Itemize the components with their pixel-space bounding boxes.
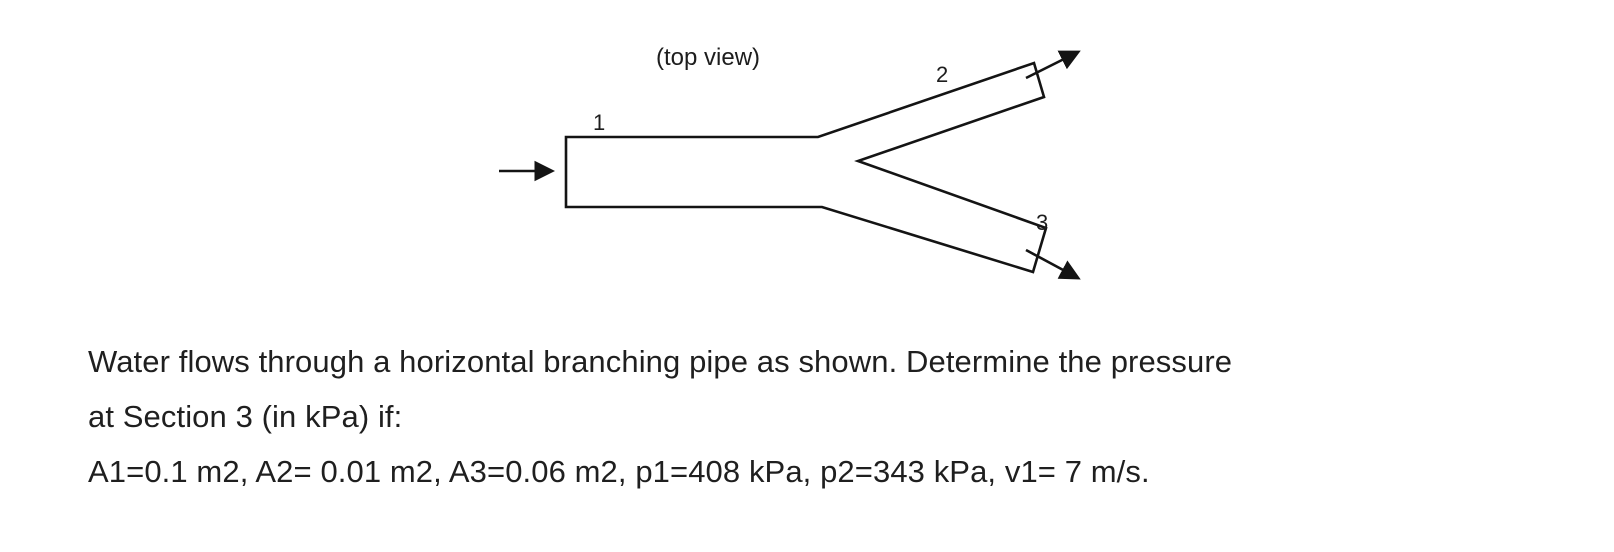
diagram-caption: (top view) [656, 44, 760, 71]
pipe-body-outline [564, 61, 1048, 274]
problem-line-1: Water flows through a horizontal branchi… [88, 344, 1233, 379]
outlet-3-flow-arrow [1025, 248, 1081, 280]
section-2-label: 2 [936, 62, 948, 87]
problem-statement: Water flows through a horizontal branchi… [88, 334, 1548, 499]
problem-line-2: at Section 3 (in kPa) if: [88, 399, 403, 434]
pipe-diagram-svg: (top view) 1 2 3 [499, 44, 1081, 280]
section-1-label: 1 [593, 110, 605, 135]
problem-line-3: A1=0.1 m2, A2= 0.01 m2, A3=0.06 m2, p1=4… [88, 454, 1150, 489]
outlet-2-flow-arrow [1025, 50, 1081, 80]
pipe-diagram: (top view) 1 2 3 [499, 44, 1081, 280]
section-3-label: 3 [1036, 210, 1048, 235]
